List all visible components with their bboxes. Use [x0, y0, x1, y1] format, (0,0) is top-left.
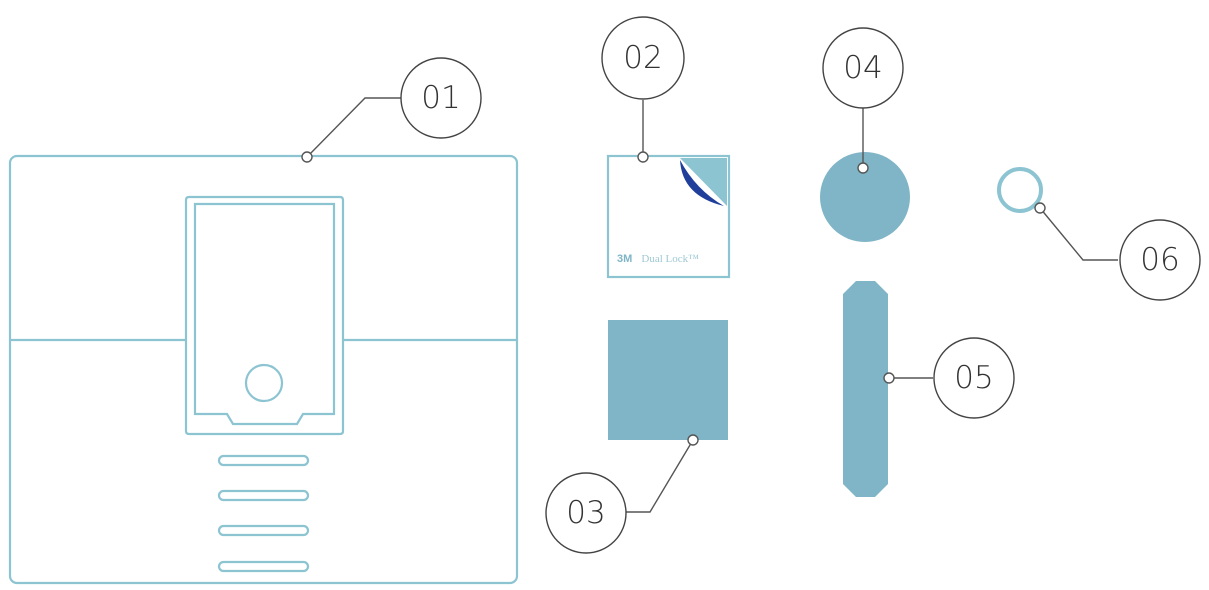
anchor-dot-06 [1034, 202, 1046, 214]
peel-corner-back [680, 158, 727, 206]
dual-lock-name: Dual Lock™ [641, 253, 699, 265]
part-02-dual-lock-pad: 3M Dual Lock™ [606, 154, 731, 279]
dual-lock-label: 3M Dual Lock™ [617, 247, 699, 266]
callout-circle-01 [400, 57, 482, 139]
leader-line-06 [1039, 207, 1118, 261]
anchor-dot-02 [637, 151, 649, 163]
callout-label-05: 05 [954, 360, 993, 396]
anchor-dot-04 [857, 162, 869, 174]
callout-label-04: 04 [843, 50, 882, 86]
callout-label-01: 01 [421, 80, 460, 116]
mount-plate-outline [8, 154, 519, 585]
callout-label-03: 03 [566, 495, 605, 531]
callout-03: 03 [545, 472, 627, 554]
anchor-dot-05 [883, 372, 895, 384]
part-04-round-pad [820, 152, 910, 242]
callout-02: 02 [601, 16, 685, 100]
vent-slot-3 [217, 524, 310, 537]
vent-slot-2 [217, 489, 310, 502]
callout-circle-02 [601, 16, 685, 100]
device-cradle-outer [184, 195, 345, 436]
dual-lock-brand: 3M [617, 253, 632, 265]
leader-line-03 [625, 439, 694, 513]
callout-label-06: 06 [1140, 242, 1179, 278]
peel-corner-front [680, 160, 724, 206]
device-cradle-inner [193, 202, 336, 426]
callout-05: 05 [933, 337, 1015, 419]
callout-06: 06 [1119, 219, 1201, 301]
callout-circle-06 [1119, 219, 1201, 301]
part-01-mount-plate [8, 154, 519, 585]
anchor-dot-01 [301, 151, 313, 163]
callout-circle-04 [822, 27, 904, 109]
part-06-ring [997, 167, 1043, 213]
vent-slot-1 [217, 454, 310, 467]
part-05-strip-pad [843, 281, 888, 497]
vent-slot-4 [217, 560, 310, 573]
part-03-square-pad [608, 320, 728, 440]
anchor-dot-03 [687, 434, 699, 446]
callout-circle-05 [933, 337, 1015, 419]
cradle-button-circle [244, 363, 284, 403]
callout-04: 04 [822, 27, 904, 109]
callout-label-02: 02 [623, 40, 662, 76]
callout-circle-03 [545, 472, 627, 554]
callout-01: 01 [400, 57, 482, 139]
leader-line-01 [306, 97, 402, 158]
